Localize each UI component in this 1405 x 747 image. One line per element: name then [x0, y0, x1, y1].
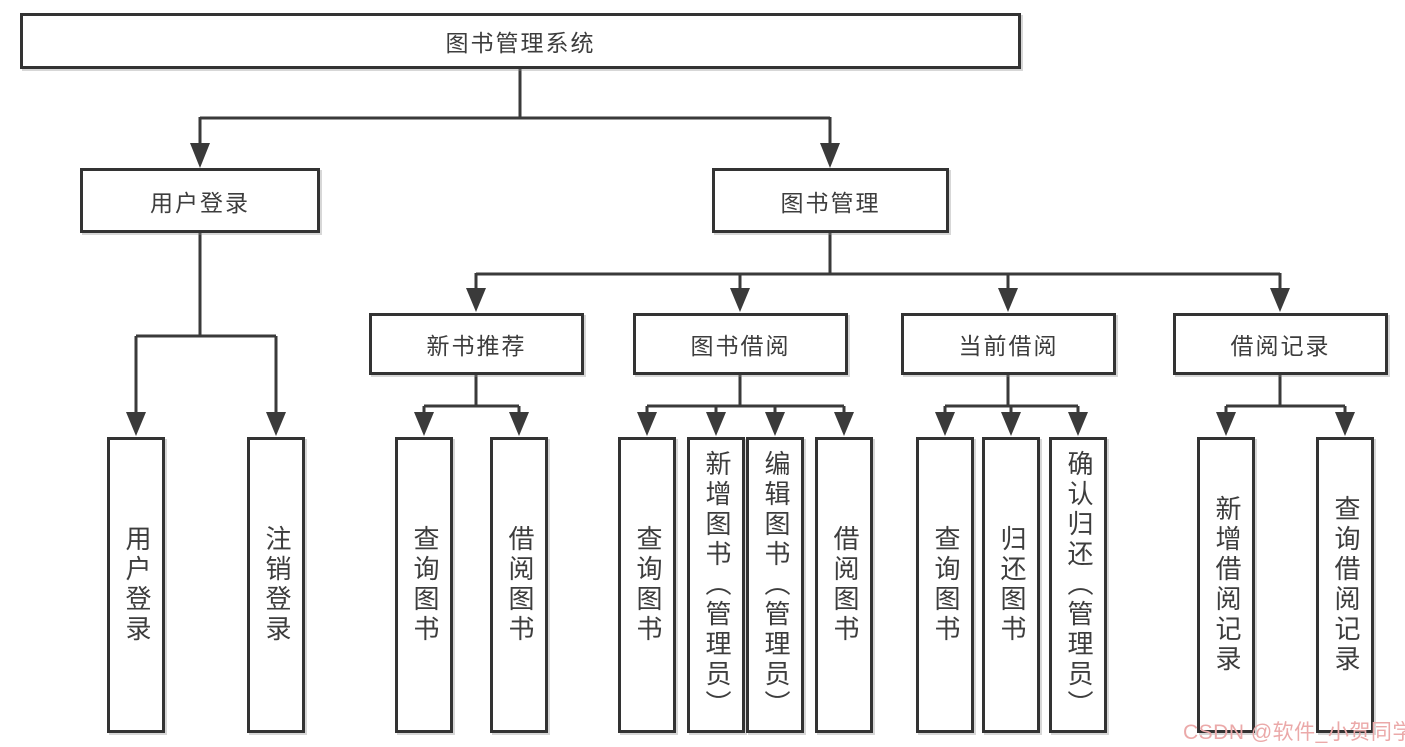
- node-library-management-system: 图书管理系统: [20, 13, 1021, 69]
- leaf-label: 借阅图书: [505, 525, 534, 645]
- leaf-label: 用户登录: [122, 525, 151, 645]
- leaf-label: 归还图书: [997, 525, 1026, 645]
- leaf-current-query-books: 查询图书: [916, 437, 974, 733]
- leaf-label: 新增借阅记录: [1212, 495, 1241, 675]
- arrowheads: [126, 143, 1355, 436]
- leaf-label: 查询图书: [633, 525, 662, 645]
- leaf-add-books-admin: 新增图书（管理员）: [687, 437, 745, 733]
- leaf-label: 新增图书（管理员）: [702, 450, 731, 720]
- leaf-label: 查询图书: [931, 525, 960, 645]
- node-new-book-recommend: 新书推荐: [369, 313, 584, 375]
- leaf-edit-books-admin: 编辑图书（管理员）: [746, 437, 804, 733]
- leaf-label: 查询借阅记录: [1331, 495, 1360, 675]
- leaf-recommend-borrow-books: 借阅图书: [490, 437, 548, 733]
- node-book-borrowing: 图书借阅: [633, 313, 848, 375]
- leaf-recommend-query-books: 查询图书: [395, 437, 453, 733]
- leaf-label: 查询图书: [410, 525, 439, 645]
- leaf-borrow-books: 借阅图书: [815, 437, 873, 733]
- leaf-return-books: 归还图书: [982, 437, 1040, 733]
- csdn-watermark: CSDN @软件_小贺同学: [1183, 721, 1405, 744]
- leaf-label: 编辑图书（管理员）: [761, 450, 790, 720]
- node-borrowing-records: 借阅记录: [1173, 313, 1388, 375]
- node-user-login: 用户登录: [80, 168, 320, 233]
- leaf-query-borrow-record: 查询借阅记录: [1316, 437, 1374, 733]
- node-current-borrowing: 当前借阅: [901, 313, 1116, 375]
- leaf-label: 注销登录: [262, 525, 291, 645]
- leaf-logout: 注销登录: [247, 437, 305, 733]
- node-book-management: 图书管理: [712, 168, 949, 233]
- leaf-label: 确认归还（管理员）: [1064, 450, 1093, 720]
- leaf-borrowing-query-books: 查询图书: [618, 437, 676, 733]
- leaf-label: 借阅图书: [830, 525, 859, 645]
- leaf-user-login: 用户登录: [107, 437, 165, 733]
- leaf-confirm-return-admin: 确认归还（管理员）: [1049, 437, 1107, 733]
- leaf-add-borrow-record: 新增借阅记录: [1197, 437, 1255, 733]
